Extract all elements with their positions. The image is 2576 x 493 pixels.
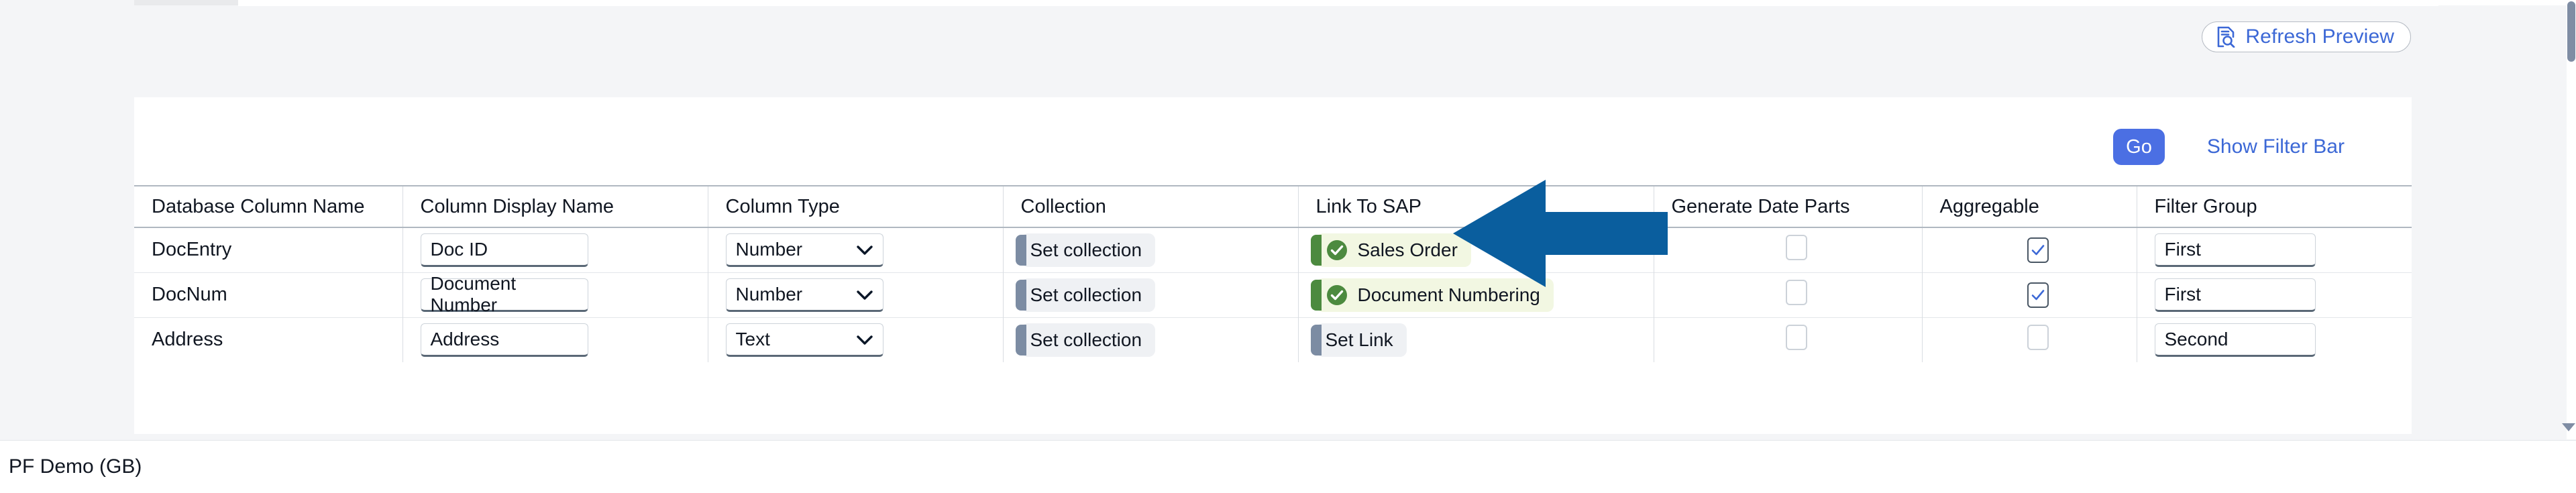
table-card: Go Show Filter Bar Database Column Name … — [134, 97, 2412, 434]
column-display-name-input[interactable]: Doc ID — [420, 233, 588, 267]
cell-column-type: Text — [708, 317, 1004, 362]
cell-link-to-sap: Sales Order — [1298, 227, 1654, 272]
aggregable-checkbox[interactable] — [2027, 324, 2049, 350]
filter-group-value: Second — [2164, 328, 2229, 349]
filter-group-input[interactable]: Second — [2154, 323, 2316, 357]
column-type-value: Text — [735, 328, 770, 349]
tab-remnant[interactable] — [134, 0, 238, 5]
link-to-sap-chip[interactable]: Set Link — [1310, 323, 1407, 357]
column-type-select[interactable]: Text — [725, 323, 883, 357]
chevron-down-icon — [849, 239, 873, 260]
top-strip-left-fill — [0, 0, 134, 5]
column-type-select[interactable]: Number — [725, 233, 883, 267]
chevron-down-icon — [849, 329, 873, 350]
cell-link-to-sap: Set Link — [1298, 317, 1654, 362]
go-button[interactable]: Go — [2113, 129, 2165, 165]
vertical-scrollbar[interactable] — [2562, 0, 2576, 439]
collection-chip-label: Set collection — [1030, 329, 1142, 350]
collection-chip[interactable]: Set collection — [1015, 278, 1156, 312]
cell-database-column-name: DocEntry — [134, 227, 403, 272]
column-header-database-column-name[interactable]: Database Column Name — [134, 185, 403, 228]
table-card-toolbar: Go Show Filter Bar — [134, 97, 2412, 185]
table-header-row: Database Column Name Column Display Name… — [134, 185, 2412, 228]
scroll-down-arrow-icon[interactable] — [2562, 423, 2575, 431]
cell-aggregable — [1922, 272, 2137, 317]
filter-group-value: First — [2164, 238, 2201, 260]
status-bar: PF Demo (GB) — [0, 440, 2576, 493]
cell-database-column-name: Address — [134, 317, 403, 362]
link-to-sap-chip[interactable]: Document Numbering — [1310, 278, 1554, 312]
cell-column-type: Number — [708, 227, 1004, 272]
table-row[interactable]: DocEntry Doc ID Number Set collection Sales … — [134, 227, 2412, 272]
cell-filter-group: Second — [2137, 317, 2412, 362]
scrollbar-thumb[interactable] — [2567, 1, 2575, 62]
cell-database-column-name: DocNum — [134, 272, 403, 317]
column-header-column-display-name[interactable]: Column Display Name — [402, 185, 708, 228]
cell-link-to-sap: Document Numbering — [1298, 272, 1654, 317]
column-header-aggregable[interactable]: Aggregable — [1922, 185, 2137, 228]
column-header-filter-group[interactable]: Filter Group — [2137, 185, 2412, 228]
link-to-sap-chip-label: Sales Order — [1357, 239, 1458, 260]
column-display-name-input[interactable]: Address — [420, 323, 588, 357]
column-header-link-to-sap[interactable]: Link To SAP — [1298, 185, 1654, 228]
filter-group-input[interactable]: First — [2154, 233, 2316, 267]
table-row[interactable]: DocNum Document Number Number Set collectio… — [134, 272, 2412, 317]
column-header-generate-date-parts[interactable]: Generate Date Parts — [1654, 185, 1923, 228]
table-row[interactable]: Address Address Text Set collection Set Link… — [134, 317, 2412, 362]
database-column-name-text: DocEntry — [152, 239, 232, 261]
cell-generate-date-parts — [1654, 272, 1923, 317]
database-column-name-text: DocNum — [152, 284, 227, 305]
generate-date-parts-checkbox[interactable] — [1786, 324, 1807, 350]
generate-date-parts-checkbox[interactable] — [1786, 234, 1807, 260]
link-to-sap-chip[interactable]: Sales Order — [1310, 233, 1471, 267]
cell-column-display-name: Address — [402, 317, 708, 362]
collection-chip[interactable]: Set collection — [1015, 233, 1156, 267]
link-to-sap-chip-label: Set Link — [1325, 329, 1393, 350]
cell-aggregable — [1922, 317, 2137, 362]
top-strip-divider — [238, 5, 2438, 6]
column-type-value: Number — [735, 283, 803, 305]
column-header-collection[interactable]: Collection — [1003, 185, 1299, 228]
cell-collection: Set collection — [1003, 317, 1299, 362]
collection-chip-label: Set collection — [1030, 239, 1142, 260]
status-bar-text: PF Demo (GB) — [9, 455, 142, 478]
top-tab-strip — [0, 0, 2567, 5]
column-type-select[interactable]: Number — [725, 278, 883, 312]
database-column-name-text: Address — [152, 329, 223, 351]
cell-column-display-name: Doc ID — [402, 227, 708, 272]
collection-chip-label: Set collection — [1030, 284, 1142, 305]
column-display-name-value: Document Number — [430, 272, 517, 315]
refresh-preview-label: Refresh Preview — [2245, 25, 2394, 48]
generate-date-parts-checkbox[interactable] — [1786, 279, 1807, 305]
page-toolbar: Refresh Preview — [0, 6, 2567, 61]
aggregable-checkbox[interactable] — [2027, 282, 2049, 308]
filter-group-value: First — [2164, 283, 2201, 305]
cell-aggregable — [1922, 227, 2137, 272]
show-filter-bar-link[interactable]: Show Filter Bar — [2206, 135, 2345, 158]
cell-collection: Set collection — [1003, 272, 1299, 317]
collection-chip[interactable]: Set collection — [1015, 323, 1156, 357]
chevron-down-icon — [849, 284, 873, 305]
refresh-preview-button[interactable]: Refresh Preview — [2202, 21, 2411, 52]
column-display-name-input[interactable]: Document Number — [420, 273, 588, 315]
column-display-name-value: Address — [430, 328, 500, 349]
cell-column-type: Number — [708, 272, 1004, 317]
column-type-value: Number — [735, 238, 803, 260]
column-config-table: Database Column Name Column Display Name… — [134, 185, 2412, 362]
cell-generate-date-parts — [1654, 227, 1923, 272]
filter-group-input[interactable]: First — [2154, 278, 2316, 312]
cell-column-display-name: Document Number — [402, 272, 708, 317]
cell-collection: Set collection — [1003, 227, 1299, 272]
cell-filter-group: First — [2137, 227, 2412, 272]
document-search-icon — [2216, 26, 2236, 48]
cell-generate-date-parts — [1654, 317, 1923, 362]
aggregable-checkbox[interactable] — [2027, 237, 2049, 263]
column-header-column-type[interactable]: Column Type — [708, 185, 1004, 228]
column-display-name-value: Doc ID — [430, 238, 488, 260]
link-to-sap-chip-label: Document Numbering — [1357, 284, 1540, 305]
cell-filter-group: First — [2137, 272, 2412, 317]
